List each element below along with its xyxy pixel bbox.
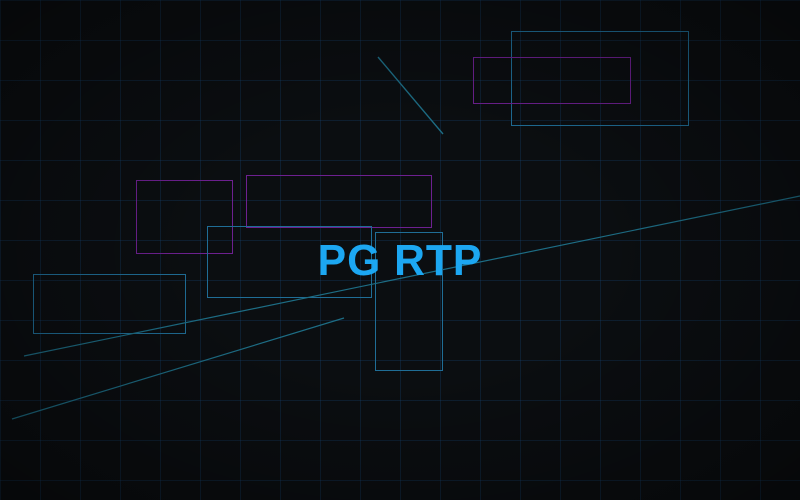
rect-bottom-left-blue — [33, 274, 186, 334]
diagonal-short-top — [377, 56, 444, 135]
rect-top-right-blue — [511, 31, 689, 126]
page-title: PG RTP — [317, 236, 483, 285]
rect-top-right-purple — [473, 57, 631, 104]
rect-mid-wide-purple — [246, 175, 432, 228]
